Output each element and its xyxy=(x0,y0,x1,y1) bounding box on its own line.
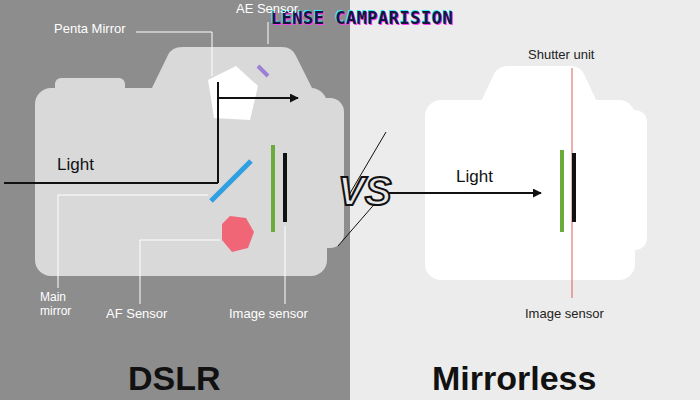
part-label: Image sensor xyxy=(525,307,604,322)
signal-label: Light xyxy=(57,155,94,175)
leader-line xyxy=(58,195,208,288)
part-label: Image sensor xyxy=(229,307,308,322)
mirrorless-grip xyxy=(615,110,647,250)
shutter-symbol xyxy=(271,145,275,232)
camera-type-heading: DSLR xyxy=(128,359,221,398)
versus-mark: VS xyxy=(338,168,391,214)
leader-lines xyxy=(58,22,285,304)
leader-line xyxy=(136,32,212,76)
mirrorless-background xyxy=(350,0,700,400)
main-mirror-symbol xyxy=(211,161,251,201)
mirrorless-body-main xyxy=(425,100,635,280)
viewfinder-ray xyxy=(218,97,298,99)
part-label: Penta Mirror xyxy=(54,22,126,37)
af-sensor-symbol xyxy=(222,216,254,252)
dslr-grip xyxy=(300,98,344,248)
leader-line xyxy=(285,226,286,304)
penta-mirror-shape xyxy=(208,66,258,120)
image-sensor-symbol xyxy=(283,153,287,222)
light-ray xyxy=(4,182,218,184)
leader-line xyxy=(268,22,269,44)
dslr-background xyxy=(0,0,350,400)
signal-label: Light xyxy=(456,167,493,187)
ae-sensor-symbol xyxy=(258,66,268,76)
leader-line xyxy=(140,240,220,304)
light-ray xyxy=(380,192,541,194)
part-label: Main mirror xyxy=(40,291,84,319)
part-label: AF Sensor xyxy=(106,307,167,322)
camera-type-heading: Mirrorless xyxy=(432,359,596,398)
part-label: AE Sensor xyxy=(236,2,298,17)
shutter-symbol xyxy=(560,150,564,232)
mirrorless-body xyxy=(425,66,647,280)
dslr-top-dial xyxy=(55,78,125,96)
dslr-body xyxy=(35,47,344,276)
part-label: Shutter unit xyxy=(528,48,595,63)
mirrorless-hump xyxy=(480,66,598,104)
image-sensor-symbol xyxy=(572,153,576,222)
